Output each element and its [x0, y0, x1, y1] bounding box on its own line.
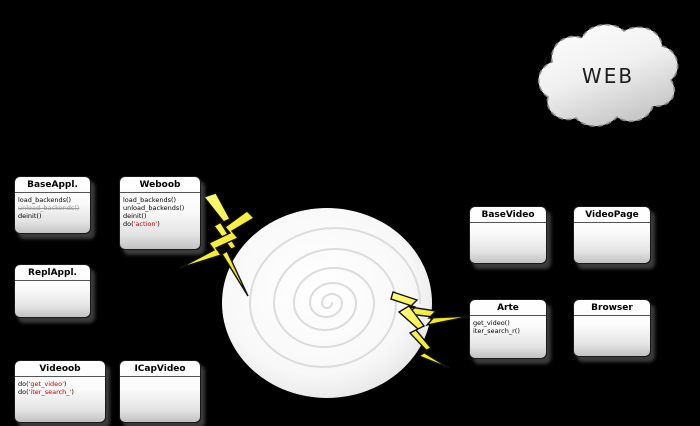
- method: do('get_video'): [18, 380, 102, 388]
- lightning-bolt-icon: [202, 192, 249, 297]
- method-string-arg: 'get_video': [28, 380, 64, 388]
- method-deprecated: unload_backends(): [18, 204, 80, 212]
- class-box-weboob: Weboob load_backends() unload_backends()…: [119, 176, 201, 250]
- method-text: do(: [123, 220, 134, 228]
- method: iter_search_r(): [473, 327, 520, 335]
- class-box-basevideo: BaseVideo: [469, 206, 547, 264]
- class-body: [120, 377, 200, 380]
- class-title: Weboob: [120, 177, 200, 193]
- class-title: ReplAppl.: [15, 265, 90, 281]
- class-box-videopage: VideoPage: [573, 206, 651, 264]
- lightning-bolt-icon: [390, 291, 472, 327]
- web-cloud: [537, 23, 679, 127]
- method: get_video(): [473, 319, 510, 327]
- lightning-bolts-right: [390, 291, 472, 369]
- class-box-videoob: Videoob do('get_video') do('iter_search_…: [14, 360, 106, 423]
- class-body: get_video() iter_search_r(): [470, 316, 546, 335]
- class-body: [574, 223, 650, 226]
- method-string-arg: 'iter_search_': [28, 388, 72, 396]
- class-title: BaseAppl.: [15, 177, 90, 193]
- class-body: load_backends() unload_backends() deinit…: [15, 193, 90, 220]
- method-text: ): [63, 380, 67, 388]
- class-body: do('get_video') do('iter_search_'): [15, 377, 105, 396]
- method: do('action'): [123, 220, 197, 228]
- lightning-bolts-left: [179, 192, 256, 297]
- class-body: [574, 316, 650, 319]
- method: deinit(): [18, 212, 42, 220]
- class-box-icapvideo: ICapVideo: [119, 360, 201, 423]
- method-text: ): [71, 388, 74, 396]
- class-title: Arte: [470, 300, 546, 316]
- class-box-browser: Browser: [573, 299, 651, 357]
- class-body: [470, 223, 546, 226]
- web-cloud-label: WEB: [581, 64, 635, 88]
- class-body: [15, 281, 90, 284]
- class-box-arte: Arte get_video() iter_search_r(): [469, 299, 547, 359]
- class-title: ICapVideo: [120, 361, 200, 377]
- class-title: Videoob: [15, 361, 105, 377]
- method: load_backends(): [123, 196, 177, 204]
- method-text: do(: [18, 380, 29, 388]
- method: do('iter_search_'): [18, 388, 102, 396]
- class-body: load_backends() unload_backends() deinit…: [120, 193, 200, 228]
- class-title: VideoPage: [574, 207, 650, 223]
- lightning-bolt-icon: [179, 210, 256, 269]
- method-text: do(: [18, 388, 29, 396]
- spiral-graphic: [222, 208, 432, 398]
- method: unload_backends(): [123, 204, 185, 212]
- class-title: BaseVideo: [470, 207, 546, 223]
- method-string-arg: 'action': [133, 220, 158, 228]
- lightning-bolt-icon: [397, 305, 450, 369]
- class-title: Browser: [574, 300, 650, 316]
- method: load_backends(): [18, 196, 72, 204]
- class-box-baseappl: BaseAppl. load_backends() unload_backend…: [14, 176, 91, 234]
- class-box-replappl: ReplAppl.: [14, 264, 91, 318]
- method: deinit(): [123, 212, 147, 220]
- method-text: ): [157, 220, 160, 228]
